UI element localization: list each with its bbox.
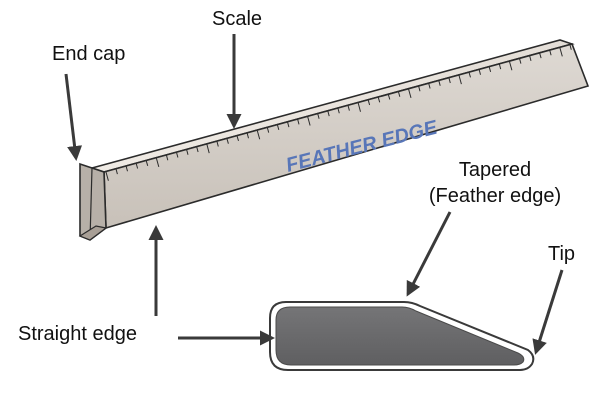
tip-label: Tip (548, 243, 576, 265)
end-cap-arrow (64, 73, 83, 161)
scale-tick (569, 44, 572, 50)
scale-tick (135, 163, 139, 169)
scale-tick (448, 77, 451, 84)
scale-tick (519, 58, 522, 64)
scale-tick (367, 100, 371, 106)
scale-tick (176, 152, 179, 158)
scale-tick (357, 102, 361, 112)
straight-edge-label: Straight edge (18, 323, 137, 345)
scale-tick (155, 158, 160, 168)
scale-tick (559, 47, 563, 57)
ruler-scale-ticks (105, 44, 572, 181)
callout-arrows (64, 34, 564, 355)
tapered-label-line1: Tapered (458, 159, 532, 181)
scale-tick (509, 61, 513, 71)
scale-tick (438, 80, 441, 86)
ruler-bottom-edge (78, 225, 108, 241)
scale-tick (488, 66, 492, 73)
tip-arrow (532, 269, 564, 355)
scale-tick (166, 155, 169, 161)
scale-tick (125, 166, 128, 172)
scale-tick (307, 116, 311, 126)
scale-label: Scale (212, 8, 263, 30)
scale-tick (236, 135, 239, 142)
scale-tick (105, 171, 109, 181)
scale-tick (115, 169, 118, 175)
scale-tick (226, 138, 229, 144)
tapered-label: Tapered (Feather edge) (412, 160, 578, 206)
scale-tick (377, 97, 381, 103)
scale-tick (287, 122, 290, 128)
scale-tick (347, 105, 350, 111)
scale-tick (145, 160, 149, 166)
scale-tick (549, 50, 552, 56)
scale-tick (206, 144, 210, 154)
scale-tick (337, 108, 340, 114)
scale-tick (387, 94, 391, 100)
scale-tick (539, 53, 542, 59)
profile-body (275, 306, 525, 366)
scale-tick (186, 149, 189, 155)
scale-tick (408, 89, 412, 99)
scale-tick (317, 113, 320, 119)
scale-tick (498, 64, 502, 70)
scale-tick (246, 133, 249, 139)
scale-tick (196, 147, 199, 153)
scale-tick (418, 86, 421, 92)
tapered-label-line2: (Feather edge) (428, 185, 562, 207)
feather-edge-ruler: FEATHER EDGE (78, 39, 590, 241)
scale-tick (468, 72, 471, 78)
scale-tick (277, 124, 280, 131)
scale-tick (256, 130, 261, 140)
scale-tick (297, 119, 300, 125)
scale-tick (266, 127, 270, 133)
scale-tick (216, 141, 219, 147)
scale-tick (478, 69, 481, 75)
scale-tick (529, 55, 532, 62)
tapered-arrow (406, 211, 452, 297)
end-cap-label: End cap (52, 43, 126, 65)
feather-edge-profile (269, 301, 535, 371)
scale-tick (398, 91, 401, 97)
scale-tick (327, 111, 330, 117)
scale-tick (458, 75, 462, 85)
scale-tick (428, 83, 431, 89)
